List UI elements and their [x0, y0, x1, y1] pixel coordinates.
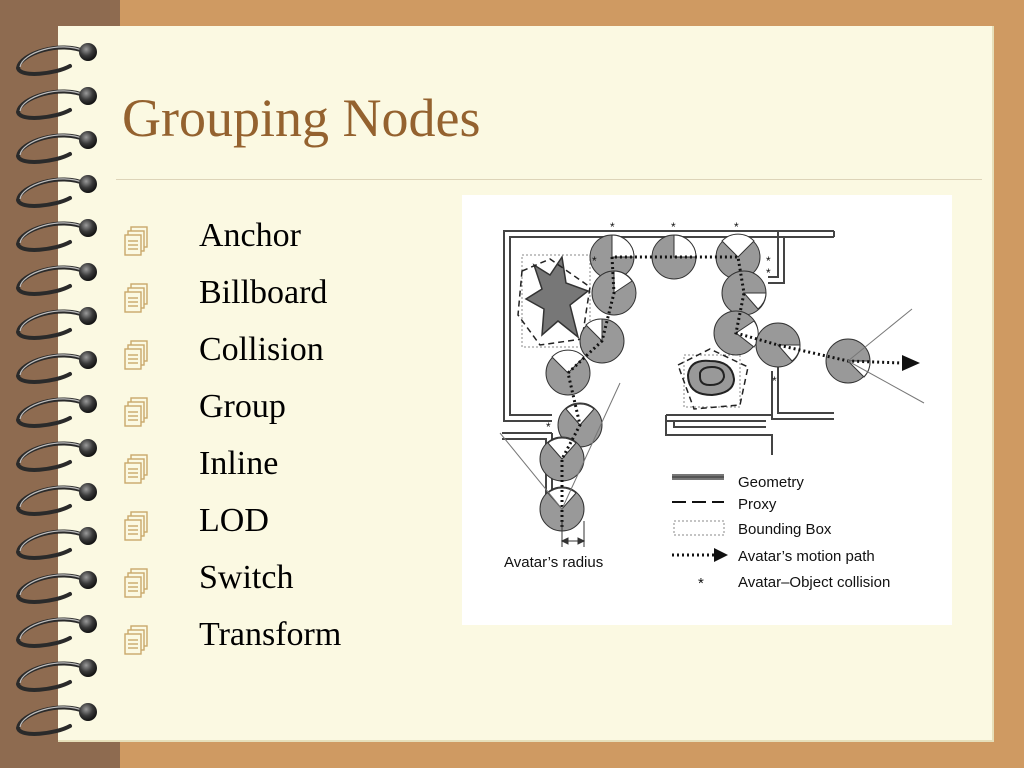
star-object [524, 254, 590, 339]
object-proxy [677, 348, 749, 410]
spiral-ring-icon [15, 43, 97, 76]
collision-diagram: * * * * * * * * Avatar’s radius Geometry… [462, 195, 952, 625]
bullet-label: Group [199, 388, 286, 425]
spiral-ring-icon [15, 615, 97, 648]
avatar-radius-label: Avatar’s radius [504, 554, 603, 571]
spiral-ring-icon [15, 219, 97, 252]
svg-text:*: * [734, 220, 739, 234]
radius-dimension [560, 521, 586, 547]
legend-bounding-box: Bounding Box [738, 521, 832, 538]
spiral-ring-icon [15, 263, 97, 296]
collision-diagram-svg: * * * * * * * * Avatar’s radius Geometry… [499, 220, 925, 592]
notepad-icon [124, 226, 148, 256]
svg-text:*: * [610, 220, 615, 234]
legend-motion-path: Avatar’s motion path [738, 548, 875, 565]
legend-geometry: Geometry [738, 474, 804, 491]
notepad-icon [124, 340, 148, 370]
spiral-ring-icon [15, 703, 97, 736]
collision-markers: * * * * * * * * [546, 220, 777, 434]
bullet-label: Inline [199, 445, 279, 482]
spiral-ring-icon [15, 659, 97, 692]
avatar-motion-path [560, 255, 903, 527]
bullet-label: Transform [199, 616, 342, 653]
legend-collision: Avatar–Object collision [738, 574, 890, 591]
bullet-label: Billboard [199, 274, 328, 311]
spiral-ring-icon [15, 395, 97, 428]
svg-text:*: * [671, 220, 676, 234]
svg-text:*: * [772, 374, 777, 388]
spiral-ring-icon [15, 483, 97, 516]
bullet-label: Collision [199, 331, 324, 368]
bullet-label: Anchor [199, 217, 301, 254]
notepad-icon [124, 397, 148, 427]
spiral-ring-icon [15, 175, 97, 208]
legend-collision-marker: * [698, 575, 704, 592]
notepad-icon [124, 283, 148, 313]
svg-text:*: * [592, 254, 597, 268]
spiral-ring-icon [15, 307, 97, 340]
spiral-ring-icon [15, 571, 97, 604]
spiral-ring-icon [15, 87, 97, 120]
svg-text:*: * [546, 420, 551, 434]
notepad-icon [124, 625, 148, 655]
motion-arrowhead [902, 355, 920, 371]
view-cone-lines [499, 308, 925, 510]
spiral-ring-icon [15, 131, 97, 164]
notepad-icon [124, 568, 148, 598]
notepad-icon [124, 511, 148, 541]
bullet-label: Switch [199, 559, 294, 596]
notepad-icon [124, 454, 148, 484]
spiral-ring-icon [15, 439, 97, 472]
spiral-ring-icon [15, 527, 97, 560]
spiral-binding [15, 43, 97, 736]
rounded-object [686, 359, 736, 397]
slide-title: Grouping Nodes [122, 88, 481, 148]
diagram-legend: Geometry Proxy Bounding Box Avatar’s mot… [672, 474, 890, 592]
bullet-label: LOD [199, 502, 269, 539]
spiral-ring-icon [15, 351, 97, 384]
svg-text:*: * [766, 254, 771, 268]
svg-text:*: * [766, 266, 771, 280]
legend-proxy: Proxy [738, 496, 777, 513]
title-divider [116, 179, 982, 180]
